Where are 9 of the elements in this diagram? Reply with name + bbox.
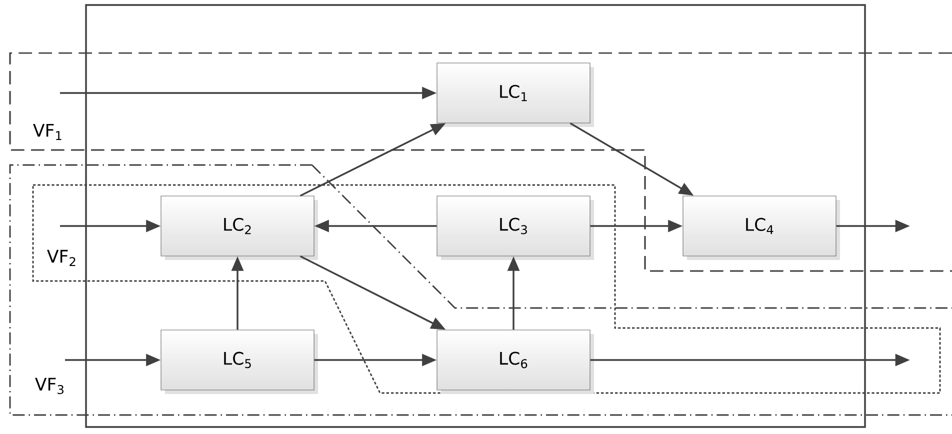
process-box: LC$_{4}$ bbox=[682, 196, 840, 260]
flow-label: VF$_{1}$ bbox=[33, 124, 62, 140]
process-box: LC$_{6}$ bbox=[436, 330, 594, 394]
flow-label: VF$_{3}$ bbox=[35, 378, 64, 394]
flow-label: VF$_{2}$ bbox=[47, 250, 76, 266]
process-box: LC$_{3}$ bbox=[436, 196, 594, 260]
process-box: LC$_{5}$ bbox=[160, 330, 318, 394]
process-box: LC$_{1}$ bbox=[436, 62, 594, 127]
process-box: LC$_{2}$ bbox=[160, 196, 318, 260]
